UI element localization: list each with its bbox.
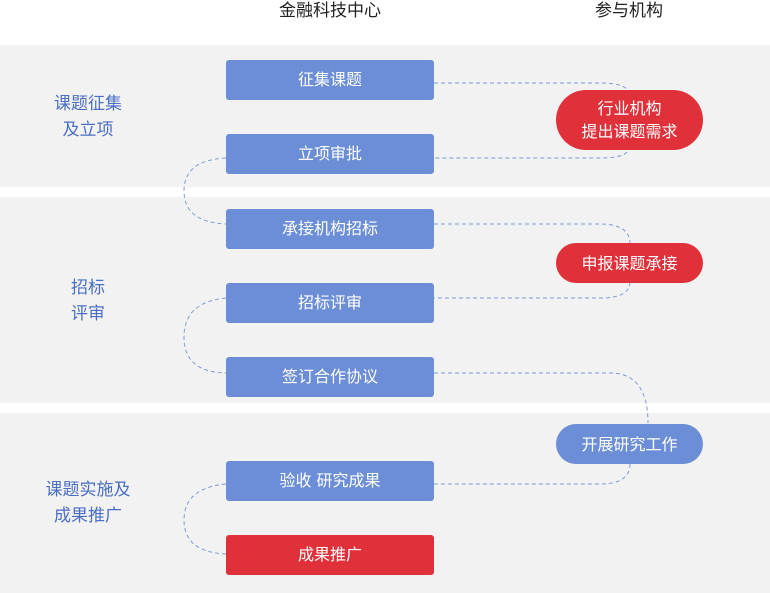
step-collect-topics[interactable]: 征集课题 xyxy=(226,60,434,100)
step-sign-contract[interactable]: 签订合作协议 xyxy=(226,357,434,397)
connector-apply-to-review xyxy=(434,281,631,299)
stage-label-3: 课题实施及 成果推广 xyxy=(45,480,131,526)
step-bid-review[interactable]: 招标评审 xyxy=(226,283,434,323)
stage-label-1: 课题征集 及立项 xyxy=(54,94,122,140)
participant-conduct-research[interactable]: 开展研究工作 xyxy=(556,424,703,464)
step-bidding[interactable]: 承接机构招标 xyxy=(226,209,434,249)
stage-label-2: 招标 评审 xyxy=(71,278,105,324)
connector-acceptance-to-promotion xyxy=(183,483,227,555)
step-approval[interactable]: 立项审批 xyxy=(226,134,434,174)
connector-contract-to-research xyxy=(434,372,649,424)
step-acceptance[interactable]: 验收 研究成果 xyxy=(226,461,434,501)
step-promotion[interactable]: 成果推广 xyxy=(226,535,434,575)
connector-research-to-acceptance xyxy=(434,463,631,485)
column-header-center: 金融科技中心 xyxy=(279,1,381,21)
participant-propose-demand[interactable]: 行业机构 提出课题需求 xyxy=(556,90,703,150)
connector-bidding-to-apply xyxy=(434,223,631,245)
connector-approval-to-bidding xyxy=(183,157,227,225)
column-header-participants: 参与机构 xyxy=(595,1,663,21)
connector-review-to-contract xyxy=(183,297,227,374)
participant-apply-undertake[interactable]: 申报课题承接 xyxy=(556,243,703,283)
